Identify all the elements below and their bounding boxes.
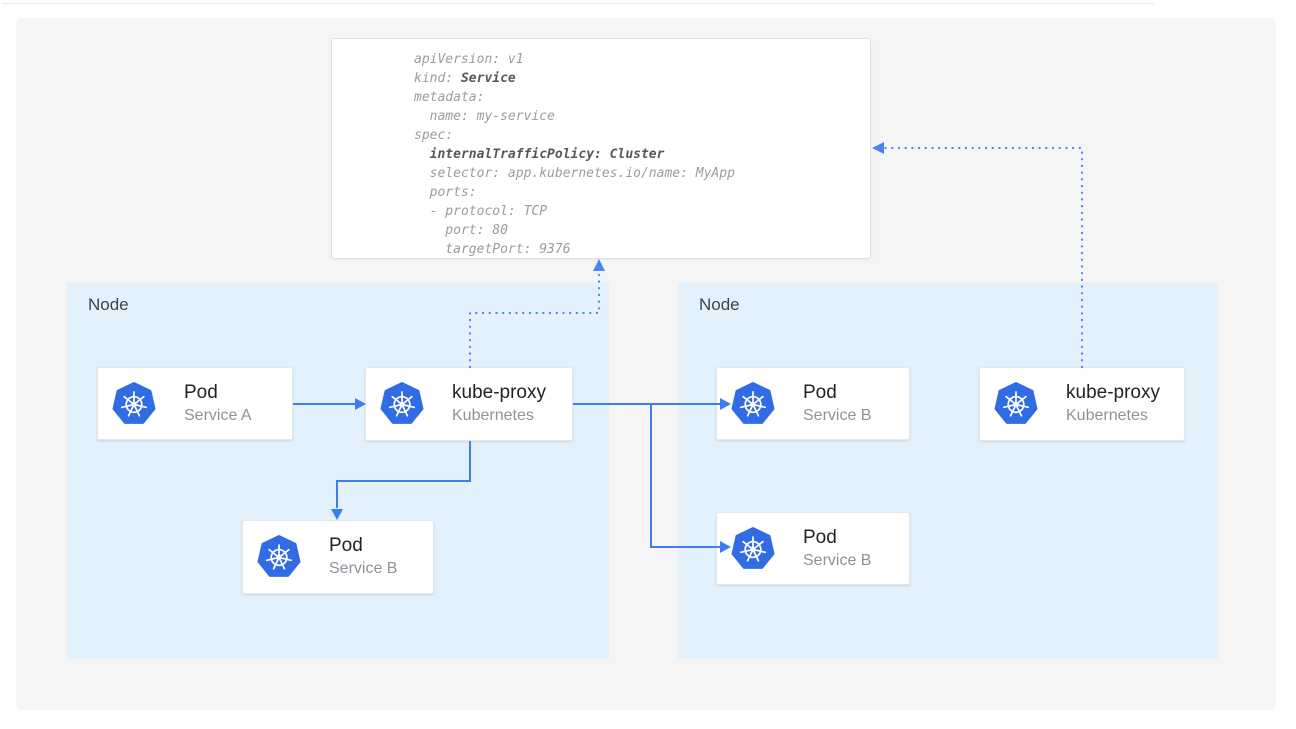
service-yaml-card: apiVersion: v1 kind: Service metadata: nam… bbox=[331, 38, 871, 259]
node-box-right: Node bbox=[678, 282, 1218, 659]
card-pod-service-b-right-bottom: Pod Service B bbox=[716, 512, 910, 585]
card-subtitle: Kubernetes bbox=[452, 405, 546, 427]
yaml-segment: ports: bbox=[414, 185, 477, 200]
card-text: Pod Service B bbox=[329, 534, 397, 580]
yaml-line: metadata: bbox=[414, 88, 870, 107]
yaml-line: selector: app.kubernetes.io/name: MyApp bbox=[414, 164, 870, 183]
yaml-segment: spec: bbox=[414, 128, 453, 143]
card-text: Pod Service A bbox=[184, 381, 252, 427]
yaml-segment-bold: Service bbox=[461, 71, 516, 86]
yaml-line: kind: Service bbox=[414, 69, 870, 88]
kubernetes-logo-icon bbox=[994, 382, 1038, 426]
yaml-segment: name: my-service bbox=[414, 109, 555, 124]
node-box-left: Node bbox=[67, 282, 609, 659]
yaml-line: ports: bbox=[414, 183, 870, 202]
yaml-segment: - protocol: TCP bbox=[414, 204, 547, 219]
kubernetes-logo-icon bbox=[731, 382, 775, 426]
yaml-line: - protocol: TCP bbox=[414, 202, 870, 221]
yaml-line: internalTrafficPolicy: Cluster bbox=[414, 145, 870, 164]
card-text: kube-proxy Kubernetes bbox=[1066, 381, 1160, 427]
diagram-canvas: apiVersion: v1 kind: Service metadata: nam… bbox=[16, 18, 1276, 710]
yaml-segment-bold: internalTrafficPolicy: Cluster bbox=[430, 147, 665, 162]
yaml-code: apiVersion: v1 kind: Service metadata: nam… bbox=[332, 39, 870, 259]
yaml-line: targetPort: 9376 bbox=[414, 240, 870, 259]
card-kube-proxy-left: kube-proxy Kubernetes bbox=[365, 367, 573, 441]
card-subtitle: Service B bbox=[803, 405, 871, 427]
yaml-segment: targetPort: 9376 bbox=[414, 242, 571, 257]
node-label: Node bbox=[678, 282, 1218, 315]
yaml-segment: metadata: bbox=[414, 90, 484, 105]
card-subtitle: Service B bbox=[803, 550, 871, 572]
card-title: kube-proxy bbox=[452, 381, 546, 405]
yaml-segment: port: 80 bbox=[414, 223, 508, 238]
yaml-segment: selector: app.kubernetes.io/name: MyApp bbox=[414, 166, 735, 181]
card-pod-service-a: Pod Service A bbox=[97, 367, 293, 440]
card-title: Pod bbox=[803, 381, 871, 405]
card-text: kube-proxy Kubernetes bbox=[452, 381, 546, 427]
yaml-line: name: my-service bbox=[414, 107, 870, 126]
card-subtitle: Kubernetes bbox=[1066, 405, 1160, 427]
yaml-segment: kind: bbox=[414, 71, 461, 86]
yaml-line: spec: bbox=[414, 126, 870, 145]
card-pod-service-b-left: Pod Service B bbox=[242, 520, 434, 594]
card-subtitle: Service B bbox=[329, 558, 397, 580]
card-title: Pod bbox=[329, 534, 397, 558]
yaml-line: apiVersion: v1 bbox=[414, 50, 870, 69]
kubernetes-logo-icon bbox=[257, 535, 301, 579]
kubernetes-logo-icon bbox=[380, 382, 424, 426]
yaml-segment bbox=[414, 147, 430, 162]
card-subtitle: Service A bbox=[184, 405, 252, 427]
card-text: Pod Service B bbox=[803, 526, 871, 572]
yaml-line: port: 80 bbox=[414, 221, 870, 240]
card-title: Pod bbox=[803, 526, 871, 550]
yaml-segment: apiVersion: v1 bbox=[414, 52, 524, 67]
card-title: Pod bbox=[184, 381, 252, 405]
kubernetes-logo-icon bbox=[112, 382, 156, 426]
node-label: Node bbox=[67, 282, 609, 315]
kubernetes-logo-icon bbox=[731, 527, 775, 571]
card-title: kube-proxy bbox=[1066, 381, 1160, 405]
card-text: Pod Service B bbox=[803, 381, 871, 427]
card-kube-proxy-right: kube-proxy Kubernetes bbox=[979, 367, 1185, 441]
card-pod-service-b-right-top: Pod Service B bbox=[716, 367, 910, 440]
top-divider bbox=[2, 3, 1154, 4]
